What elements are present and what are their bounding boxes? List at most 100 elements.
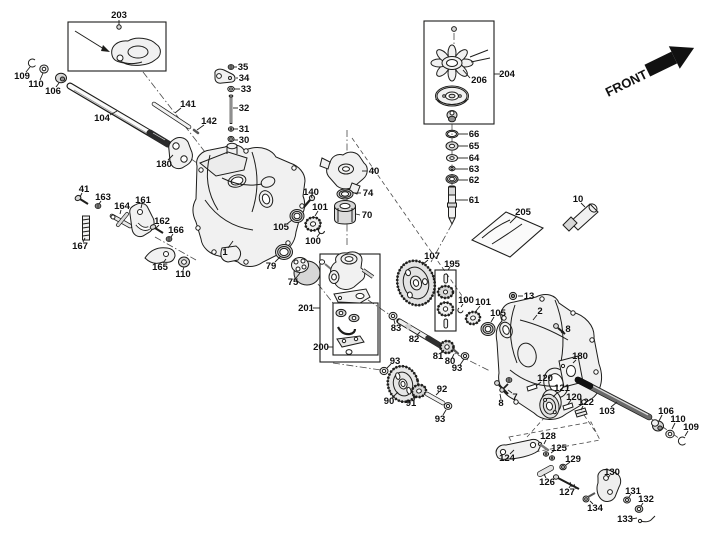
part-label-120-66: 120 — [566, 392, 582, 403]
part-label-64-18: 64 — [469, 153, 480, 164]
part-label-109-1: 109 — [14, 71, 30, 82]
part-label-206-14: 206 — [471, 75, 487, 86]
part-label-127-79: 127 — [559, 487, 575, 498]
leader-line-10-23 — [580, 202, 586, 208]
part-label-161-27: 161 — [135, 195, 152, 206]
spacer-126 — [537, 465, 554, 477]
part-label-142-6: 142 — [201, 116, 217, 127]
leader-line-121-65 — [552, 391, 559, 398]
part-label-75-42: 75 — [288, 277, 299, 288]
leader-line-109-1 — [25, 66, 31, 73]
joint-164 — [109, 212, 133, 229]
pin-80 — [452, 348, 460, 355]
part-label-31-12: 31 — [239, 124, 250, 135]
leader-line-122-67 — [580, 405, 584, 411]
part-label-110-32: 110 — [175, 269, 190, 280]
part-label-82-48: 82 — [409, 334, 420, 345]
leader-line-129-77 — [565, 461, 571, 466]
part-label-100-37: 100 — [305, 236, 321, 247]
leader-line-104-4 — [109, 110, 118, 116]
bolt-134 — [582, 492, 596, 503]
leader-line-165-31 — [162, 258, 167, 264]
part-label-105-36: 105 — [273, 222, 290, 233]
bevel-gear-101-left — [304, 216, 322, 232]
leader-line-106-3 — [55, 82, 60, 88]
leader-line-93-52 — [386, 363, 392, 369]
input-gears-right — [457, 307, 496, 336]
leader-line-125-76 — [550, 449, 556, 454]
part-label-200-44: 200 — [313, 342, 329, 353]
leader-line-110-2 — [39, 72, 44, 81]
part-label-180-7: 180 — [156, 159, 172, 170]
leader-line-180-63 — [572, 359, 577, 364]
leader-line-134-81 — [589, 500, 594, 505]
snap-ring-109 — [27, 58, 36, 68]
leader-line-131-82 — [628, 493, 632, 498]
leader-line-163-25 — [98, 200, 102, 205]
leader-line-167-30 — [82, 237, 86, 243]
leader-line-130-80 — [607, 474, 611, 479]
leader-line-120-64 — [535, 381, 542, 387]
leader-line-128-75 — [543, 439, 547, 445]
part-label-10-23: 10 — [573, 194, 584, 205]
kit-box-195 — [434, 269, 457, 332]
front-arrow: FRONT — [603, 46, 695, 100]
part-label-164-26: 164 — [114, 201, 131, 212]
part-label-163-25: 163 — [95, 192, 111, 203]
leader-line-41-24 — [79, 192, 83, 198]
shaft-82 — [396, 318, 444, 349]
clip-100-right — [457, 307, 464, 314]
left-axle-group — [27, 58, 200, 170]
leader-line-1-33 — [227, 240, 234, 249]
brake-disc-121 — [539, 389, 562, 419]
part-label-66-16: 66 — [469, 129, 480, 140]
leader-line-107-45 — [421, 259, 429, 266]
bolt-162 — [149, 224, 164, 234]
fan-box-204 — [423, 20, 495, 125]
leader-line-124-74 — [509, 449, 515, 455]
part-label-101-61: 101 — [475, 297, 492, 308]
part-label-131-82: 131 — [625, 486, 642, 497]
leader-line-106-69 — [658, 414, 663, 422]
washer-31 — [227, 126, 235, 132]
gear-90 — [386, 364, 420, 404]
part-label-34-9: 34 — [239, 73, 250, 84]
part-label-203-0: 203 — [111, 10, 127, 21]
part-label-35-8: 35 — [238, 62, 249, 73]
part-label-2-58: 2 — [537, 306, 542, 317]
pin-92 — [424, 391, 446, 406]
part-label-79-41: 79 — [266, 261, 277, 272]
leader-line-80-50 — [451, 353, 455, 359]
part-label-130-80: 130 — [604, 467, 620, 478]
part-label-32-11: 32 — [239, 103, 250, 114]
control-rod-column — [214, 64, 236, 143]
part-label-166-29: 166 — [168, 225, 184, 236]
part-label-129-77: 129 — [565, 454, 581, 465]
ring-63 — [448, 165, 456, 172]
arrow-shaft — [644, 51, 678, 77]
leader-line-166-29 — [170, 233, 174, 238]
fan-nut — [446, 110, 458, 123]
part-label-110-2: 110 — [28, 79, 43, 90]
leader-line-126-78 — [543, 473, 547, 479]
part-label-93-51: 93 — [452, 363, 463, 374]
part-label-201-43: 201 — [298, 303, 315, 314]
part-label-205-22: 205 — [515, 207, 532, 218]
left-brake-linkage — [74, 194, 190, 268]
leader-line-91-54 — [413, 395, 417, 401]
part-label-128-75: 128 — [540, 431, 556, 442]
part-label-121-65: 121 — [554, 383, 571, 394]
part-label-61-21: 61 — [469, 195, 480, 206]
part-label-162-28: 162 — [154, 216, 170, 227]
pin — [443, 318, 449, 329]
pulley — [435, 85, 469, 107]
part-label-90-53: 90 — [384, 396, 395, 407]
bolt-41 — [74, 194, 89, 205]
leader-line-132-83 — [640, 502, 644, 507]
part-label-141-5: 141 — [180, 99, 197, 110]
leader-line-206-14 — [462, 69, 471, 79]
part-label-134-81: 134 — [587, 503, 604, 514]
cylinder-block-70 — [334, 200, 356, 225]
grease-tube-10 — [562, 203, 599, 232]
leader-line-93-56 — [442, 409, 447, 416]
